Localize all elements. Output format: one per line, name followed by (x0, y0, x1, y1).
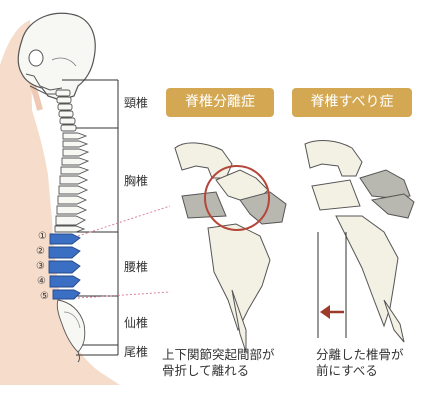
sacrum-coccyx (56, 299, 86, 363)
lumbar-marker-2: ② (36, 246, 45, 257)
body-silhouette (0, 20, 120, 385)
label-thoracic: 胸椎 (124, 174, 149, 188)
lumbar-marker-5: ⑤ (40, 291, 49, 302)
lumbar-marker-4: ④ (37, 276, 46, 287)
label-lumbar: 腰椎 (124, 260, 149, 274)
badge-spondylolisthesis: 脊椎すべり症 (292, 88, 412, 117)
badge-spondylolysis: 脊椎分離症 (166, 88, 274, 117)
left-arrow-icon (320, 305, 330, 319)
caption-spondylolysis-line2: 骨折して離れる (162, 363, 250, 378)
caption-spondylolisthesis-line2: 前にすべる (316, 363, 378, 378)
label-sacrum: 仙椎 (124, 316, 149, 330)
cervical-vertebrae (55, 89, 77, 132)
lumbar-marker-1: ① (38, 231, 47, 242)
thoracic-vertebrae (54, 132, 90, 233)
caption-spondylolysis-line1: 上下関節突起間部が (162, 347, 275, 362)
caption-spondylolisthesis-line1: 分離した椎骨が (316, 347, 404, 362)
label-coccyx: 尾椎 (124, 345, 149, 359)
label-cervical: 頸椎 (124, 96, 149, 110)
spondylolisthesis-illustration (304, 140, 415, 343)
spondylolysis-illustration (174, 142, 287, 353)
leader-lines (77, 205, 171, 299)
lumbar-marker-3: ③ (36, 261, 45, 272)
lumbar-vertebrae (48, 233, 81, 300)
skull-icon (17, 12, 96, 101)
